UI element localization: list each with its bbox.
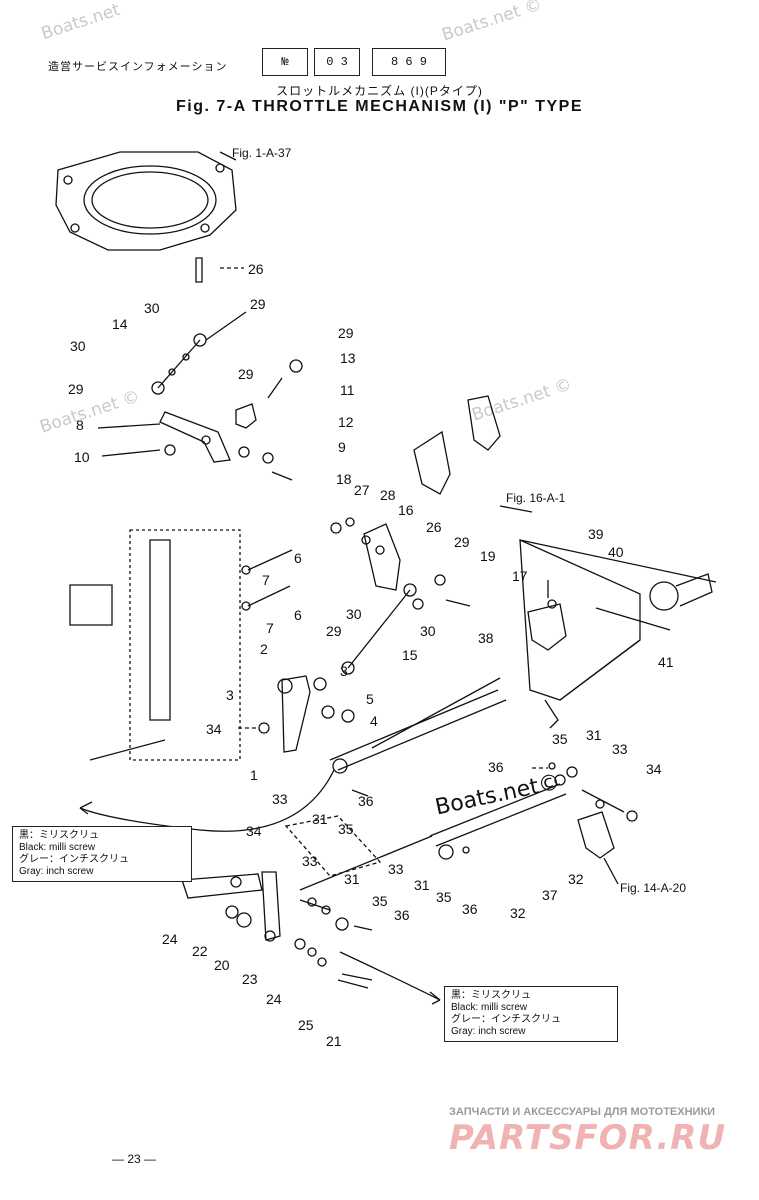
part-callout: 17 [512,568,528,584]
part-callout: 3 [340,663,348,679]
part-callout: 14 [112,316,128,332]
legend-line: Gray: inch screw [451,1026,526,1037]
part-callout: 27 [354,482,370,498]
part-callout: 32 [568,871,584,887]
shop-logo: PARTSFOR.RU [449,1118,727,1158]
legend-line: Black: milli screw [451,1002,528,1013]
part-callout: 30 [144,300,160,316]
part-callout: 36 [394,907,410,923]
part-callout: 20 [214,957,230,973]
part-callout: 1 [250,767,258,783]
part-callout: 2 [260,641,268,657]
header-code-box: 0 3 [314,48,360,76]
part-callout: 24 [162,931,178,947]
part-callout: 31 [586,727,602,743]
part-callout: 24 [266,991,282,1007]
part-callout: 35 [338,821,354,837]
part-callout: 6 [294,550,302,566]
legend-line: グレー：インチスクリュ [19,854,129,865]
part-callout: 35 [372,893,388,909]
screw-legend-left: 黒：ミリスクリュ Black: milli screw グレー：インチスクリュ … [12,826,192,882]
part-callout: 3 [226,687,234,703]
part-callout: 35 [552,731,568,747]
part-callout: 36 [462,901,478,917]
part-callout: 29 [454,534,470,550]
part-callout: 34 [206,721,222,737]
part-callout: 34 [646,761,662,777]
part-callout: 11 [340,382,355,398]
legend-line: 黒：ミリスクリュ [19,830,99,841]
reference-fig-1-a-37: Fig. 1-A-37 [232,146,292,160]
part-callout: 33 [612,741,628,757]
part-callout: 9 [338,439,346,455]
part-callout: 29 [250,296,266,312]
header-date-box: 8 6 9 [372,48,446,76]
part-callout: 25 [298,1017,314,1033]
page-number: — 23 — [112,1152,157,1166]
part-callout: 31 [312,811,328,827]
part-callout: 28 [380,487,396,503]
part-callout: 34 [246,823,262,839]
part-callout: 23 [242,971,258,987]
part-callout: 12 [338,414,354,430]
shop-tagline: ЗАПЧАСТИ И АКСЕССУАРЫ ДЛЯ МОТОТЕХНИКИ [449,1106,716,1118]
part-callout: 33 [272,791,288,807]
part-callout: 29 [68,381,84,397]
part-callout: 10 [74,449,90,465]
part-callout: 7 [262,572,270,588]
legend-line: Gray: inch screw [19,866,94,877]
part-callout: 6 [294,607,302,623]
part-callout: 39 [588,526,604,542]
part-callout: 33 [388,861,404,877]
part-callout: 15 [402,647,418,663]
part-callout: 31 [414,877,430,893]
part-callout: 30 [70,338,86,354]
header-japanese-title: 造営サービスインフォメーション [48,61,228,73]
subtitle-japanese: スロットルメカニズム (I)(Pタイプ) [276,84,483,98]
part-callout: 21 [326,1033,342,1049]
part-callout: 33 [302,853,318,869]
part-callout: 29 [238,366,254,382]
part-callout: 8 [76,417,84,433]
part-callout: 37 [542,887,558,903]
reference-fig-14-a-20: Fig. 14-A-20 [620,881,686,895]
legend-line: Black: milli screw [19,842,96,853]
part-callout: 13 [340,350,356,366]
part-callout: 22 [192,943,208,959]
part-callout: 26 [248,261,264,277]
part-callout: 31 [344,871,360,887]
screw-legend-right: 黒：ミリスクリュ Black: milli screw グレー：インチスクリュ … [444,986,618,1042]
part-callout: 30 [346,606,362,622]
part-callout: 29 [326,623,342,639]
part-callout: 32 [510,905,526,921]
part-callout: 36 [358,793,374,809]
reference-fig-16-a-1: Fig. 16-A-1 [506,491,566,505]
part-callout: 30 [420,623,436,639]
legend-line: 黒：ミリスクリュ [451,990,531,1001]
part-callout: 7 [266,620,274,636]
part-callout: 4 [370,713,378,729]
part-callout: 40 [608,544,624,560]
legend-line: グレー：インチスクリュ [451,1014,561,1025]
part-callout: 36 [488,759,504,775]
figure-title: Fig. 7-A THROTTLE MECHANISM (I) "P" TYPE [175,98,583,115]
part-callout: 5 [366,691,374,707]
part-callout: 35 [436,889,452,905]
header-number-box: № [262,48,308,76]
part-callout: 41 [658,654,674,670]
part-callout: 18 [336,471,352,487]
part-callout: 38 [478,630,494,646]
part-callout: 26 [426,519,442,535]
part-callout: 29 [338,325,354,341]
part-callout: 16 [398,502,414,518]
part-callout: 19 [480,548,496,564]
